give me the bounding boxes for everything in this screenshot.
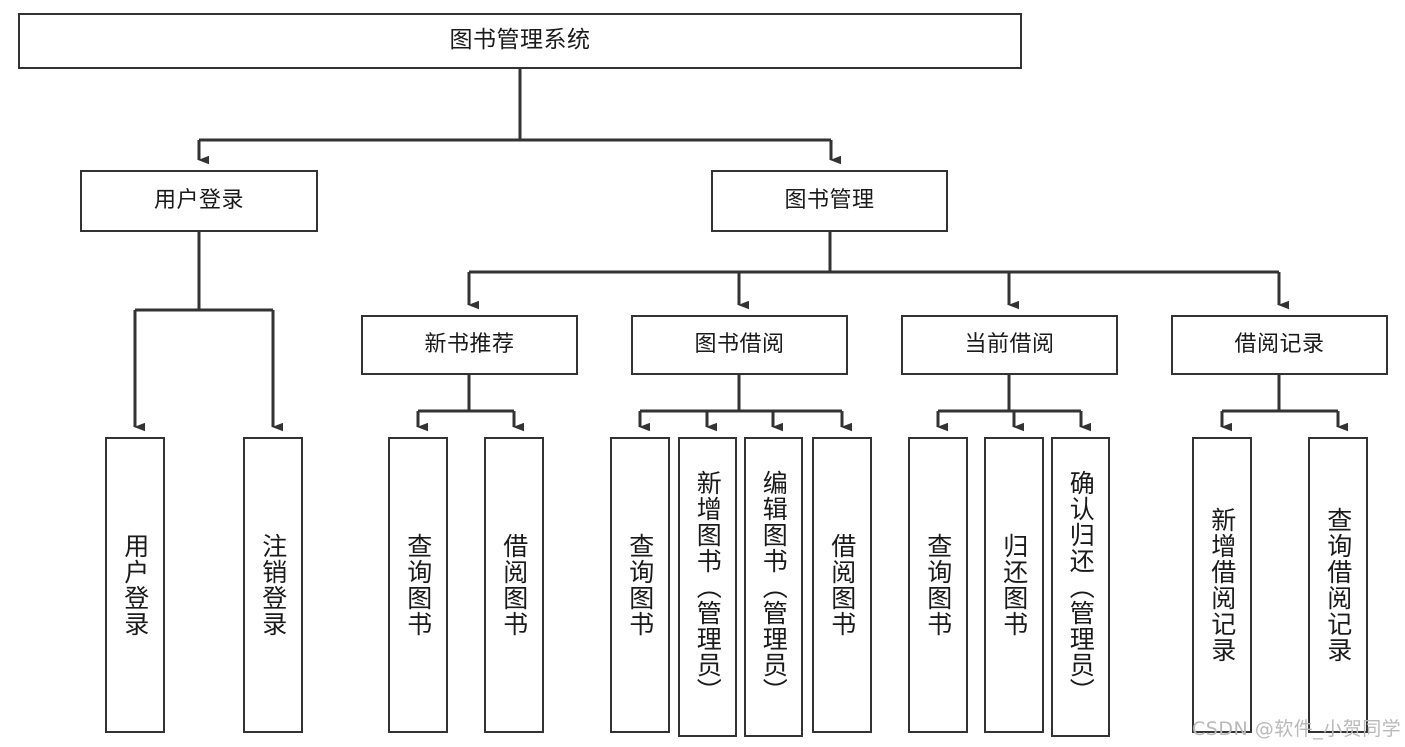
node-leaf-edit-book-label: 编辑图书（管理员） xyxy=(759,470,789,704)
node-leaf-query-book-2[interactable]: 查询图书 xyxy=(610,437,670,733)
node-leaf-query-book-1[interactable]: 查询图书 xyxy=(388,437,448,733)
node-current-borrow[interactable]: 当前借阅 xyxy=(901,315,1118,375)
node-leaf-query-book-3[interactable]: 查询图书 xyxy=(908,437,968,733)
node-leaf-confirm-return[interactable]: 确认归还（管理员） xyxy=(1051,437,1110,737)
node-leaf-query-book-1-label: 查询图书 xyxy=(403,533,433,637)
node-root-system[interactable]: 图书管理系统 xyxy=(18,13,1022,69)
node-leaf-return-book[interactable]: 归还图书 xyxy=(984,437,1044,733)
node-leaf-user-login[interactable]: 用户登录 xyxy=(105,437,165,733)
node-leaf-borrow-book-2-label: 借阅图书 xyxy=(827,533,857,637)
node-leaf-add-book[interactable]: 新增图书（管理员） xyxy=(678,437,737,737)
node-leaf-user-logout-label: 注销登录 xyxy=(258,533,288,637)
csdn-watermark: CSDN @软件_小贺同学 xyxy=(1192,718,1402,740)
node-leaf-return-book-label: 归还图书 xyxy=(999,533,1029,637)
node-leaf-query-book-3-label: 查询图书 xyxy=(923,533,953,637)
node-leaf-query-record-label: 查询借阅记录 xyxy=(1323,507,1353,663)
node-root-label: 图书管理系统 xyxy=(449,27,591,54)
node-leaf-user-logout[interactable]: 注销登录 xyxy=(243,437,303,733)
node-leaf-confirm-return-label: 确认归还（管理员） xyxy=(1066,470,1096,704)
node-book-manage[interactable]: 图书管理 xyxy=(711,170,948,232)
node-book-borrow-label: 图书借阅 xyxy=(694,332,785,358)
node-leaf-query-record[interactable]: 查询借阅记录 xyxy=(1308,437,1368,733)
node-new-book-recommend[interactable]: 新书推荐 xyxy=(361,315,578,375)
node-leaf-query-book-2-label: 查询图书 xyxy=(625,533,655,637)
node-leaf-edit-book[interactable]: 编辑图书（管理员） xyxy=(744,437,803,737)
node-book-borrow[interactable]: 图书借阅 xyxy=(631,315,848,375)
node-leaf-user-login-label: 用户登录 xyxy=(120,533,150,637)
node-leaf-add-record[interactable]: 新增借阅记录 xyxy=(1192,437,1252,733)
node-leaf-add-record-label: 新增借阅记录 xyxy=(1207,507,1237,663)
node-leaf-add-book-label: 新增图书（管理员） xyxy=(693,470,723,704)
node-leaf-borrow-book-2[interactable]: 借阅图书 xyxy=(812,437,872,733)
node-borrow-record[interactable]: 借阅记录 xyxy=(1171,315,1388,375)
node-new-book-recommend-label: 新书推荐 xyxy=(424,332,515,358)
node-leaf-borrow-book-1-label: 借阅图书 xyxy=(499,533,529,637)
node-user-login-label: 用户登录 xyxy=(153,188,244,214)
node-current-borrow-label: 当前借阅 xyxy=(964,332,1055,358)
node-book-manage-label: 图书管理 xyxy=(784,188,875,214)
node-borrow-record-label: 借阅记录 xyxy=(1234,332,1325,358)
node-leaf-borrow-book-1[interactable]: 借阅图书 xyxy=(484,437,544,733)
node-user-login[interactable]: 用户登录 xyxy=(80,170,318,232)
